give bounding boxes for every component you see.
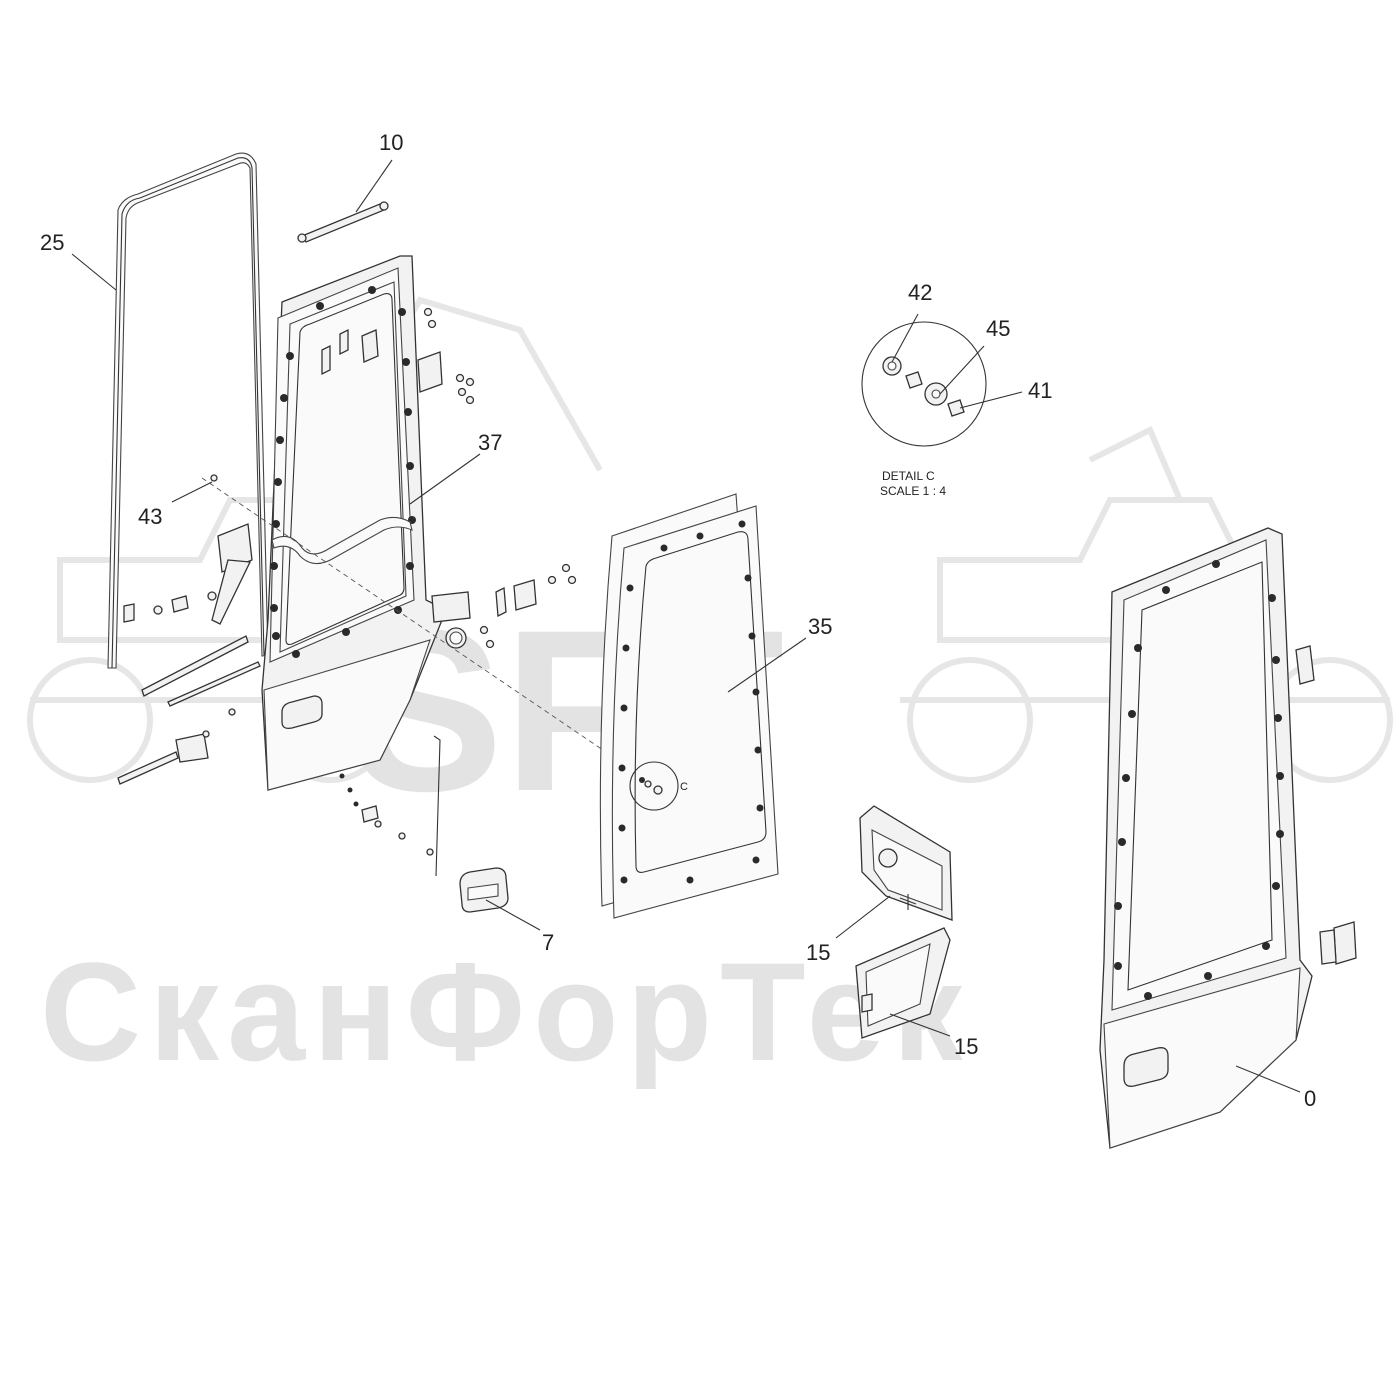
part-35-window-glass: C <box>599 493 779 919</box>
part-0-assembled-door <box>1099 527 1357 1149</box>
detail-c-circle <box>861 321 987 447</box>
alignment-line <box>201 477 657 787</box>
callout-45: 45 <box>986 316 1010 341</box>
detail-c: DETAIL C SCALE 1 : 4 <box>861 321 987 498</box>
part-25-window-seal <box>107 152 269 669</box>
detail-c-marker-letter: C <box>680 781 688 793</box>
callout-15-lower: 15 <box>954 1034 978 1059</box>
callout-43: 43 <box>138 504 162 529</box>
hinge-fasteners-mid <box>479 563 577 649</box>
callout-25: 25 <box>40 230 64 255</box>
callout-7: 7 <box>542 930 554 955</box>
callout-0: 0 <box>1304 1086 1316 1111</box>
hinge-fasteners-top <box>423 307 475 405</box>
door-frame-exploded <box>261 255 471 791</box>
part-15-trim-panel-lower <box>855 927 951 1039</box>
part-7-door-handle <box>459 867 509 913</box>
callout-15-upper: 15 <box>806 940 830 965</box>
leader-lines <box>71 159 1301 1093</box>
part-10-gas-strut <box>297 201 389 243</box>
detail-c-scale: SCALE 1 : 4 <box>880 484 946 498</box>
part-37-rod <box>271 516 413 565</box>
watermark-name: СканФорТек <box>40 933 971 1090</box>
callout-10: 10 <box>379 130 403 155</box>
callout-35: 35 <box>808 614 832 639</box>
glass-bolts <box>618 520 764 884</box>
frame-bolts <box>270 286 416 658</box>
detail-c-marker-circle <box>629 761 679 811</box>
part-15-trim-panel-upper <box>859 805 953 921</box>
lock-mechanism <box>117 474 261 785</box>
callouts: 10 25 42 45 41 37 43 35 7 15 15 0 <box>40 130 1316 1111</box>
detail-c-title: DETAIL C <box>882 469 935 483</box>
callout-41: 41 <box>1028 378 1052 403</box>
door-bolts <box>1114 560 1284 1000</box>
callout-37: 37 <box>478 430 502 455</box>
lower-fasteners <box>339 735 441 877</box>
callout-42: 42 <box>908 280 932 305</box>
